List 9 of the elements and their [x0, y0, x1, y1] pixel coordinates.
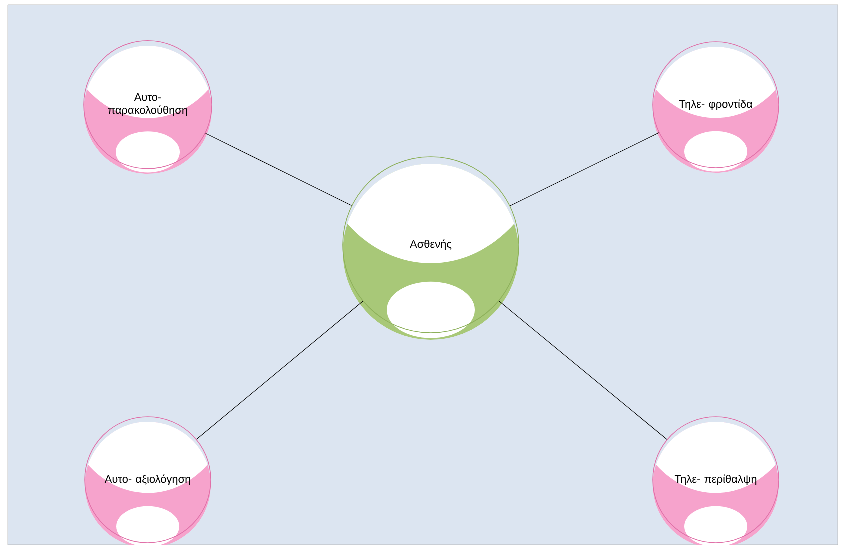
- circle-node: Αυτο- παρακολούθηση: [84, 40, 212, 174]
- circle-node: Τηλε- περίθαλψη: [652, 416, 780, 545]
- circle-node: Ασθενής: [342, 156, 520, 340]
- connector-line: [510, 132, 660, 206]
- connector-line: [205, 133, 352, 206]
- connector-line: [498, 300, 668, 440]
- connector-line: [196, 301, 364, 440]
- circle-node: Αυτο- αξιολόγηση: [84, 416, 212, 545]
- circle-node: Τηλε- φροντίδα: [652, 42, 780, 173]
